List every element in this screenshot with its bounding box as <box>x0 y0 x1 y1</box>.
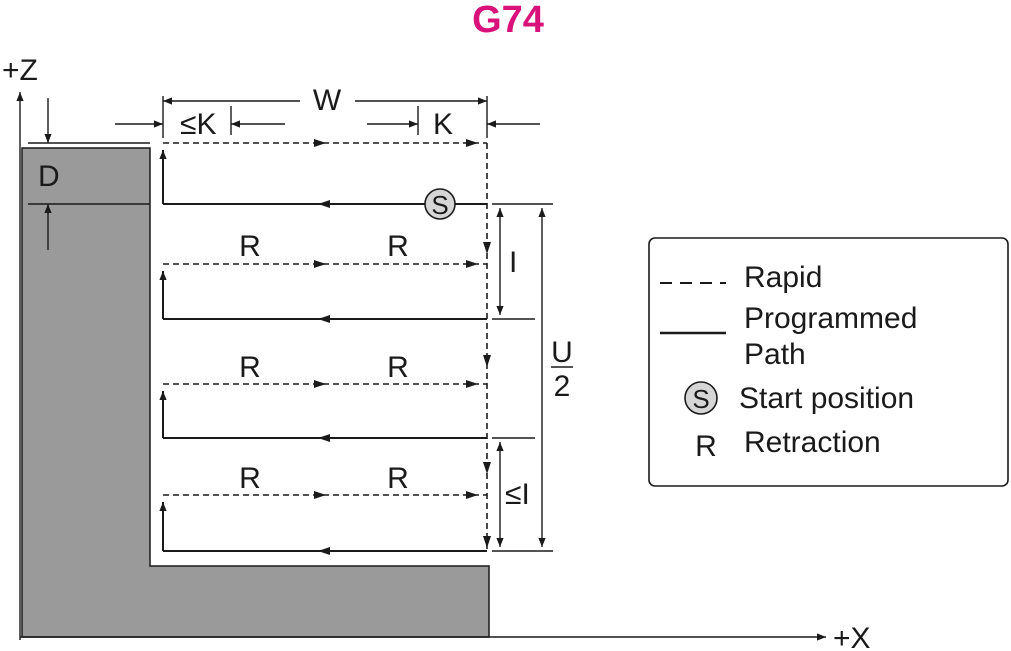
retraction-label-3b: R <box>387 351 409 384</box>
legend-retraction-label: Retraction <box>744 426 881 459</box>
rapid-arrow-4a <box>314 491 326 499</box>
i-le-label-bg <box>504 478 540 512</box>
u-dimension-label-top: U <box>551 336 573 369</box>
legend: Rapid Programmed Path S Start position R… <box>648 237 1009 487</box>
rapid-arrow-2b <box>466 260 478 268</box>
rapid-arrow-4b <box>466 491 478 499</box>
legend-programmed-label-line1: Programmed <box>744 302 917 335</box>
u-label-bg <box>550 334 576 402</box>
i-le-dimension-label: ≤I <box>505 478 530 511</box>
rapid-arrow-3a <box>314 380 326 388</box>
legend-programmed-label-line2: Path <box>744 338 806 371</box>
i-label-bg <box>505 244 527 278</box>
i-dimension-label: I <box>509 246 517 279</box>
plunge-arrow-3 <box>483 462 491 474</box>
legend-rapid-label: Rapid <box>744 261 822 294</box>
retraction-label-2b: R <box>387 230 409 263</box>
start-position-marker-label: S <box>431 190 448 220</box>
x-axis-label: +X <box>833 622 871 651</box>
feed-arrow-3 <box>318 434 330 442</box>
legend-box <box>648 237 1009 487</box>
plunge-arrow-4 <box>483 536 491 548</box>
z-axis-label: +Z <box>2 54 38 87</box>
w-dimension-label: W <box>313 84 342 117</box>
start-position-marker <box>424 188 456 220</box>
k-le-dimension-label: ≤K <box>180 108 216 141</box>
legend-start-icon <box>684 381 718 415</box>
feed-arrow-2 <box>318 315 330 323</box>
plunge-arrow-2 <box>483 355 491 367</box>
plunge-arrow-1 <box>483 242 491 254</box>
legend-retraction-symbol: R <box>695 430 717 463</box>
k-dimension-label: K <box>433 108 453 141</box>
rapid-arrow-top-2 <box>466 139 478 147</box>
u-dimension-label-bottom: 2 <box>554 370 571 403</box>
retraction-label-4a: R <box>239 462 261 495</box>
rapid-arrow-3b <box>466 380 478 388</box>
diagram-title: G74 <box>472 0 544 41</box>
workpiece <box>21 147 490 638</box>
rapid-arrow-2a <box>314 260 326 268</box>
legend-start-label: Start position <box>739 382 914 415</box>
retraction-label-4b: R <box>387 462 409 495</box>
legend-start-icon-letter: S <box>692 384 709 414</box>
feed-arrow-1 <box>318 200 330 208</box>
rapid-arrow-top-1 <box>314 139 326 147</box>
feed-arrow-4 <box>318 547 330 555</box>
retraction-label-2a: R <box>239 230 261 263</box>
d-dimension-label: D <box>38 160 60 193</box>
retraction-label-3a: R <box>239 351 261 384</box>
